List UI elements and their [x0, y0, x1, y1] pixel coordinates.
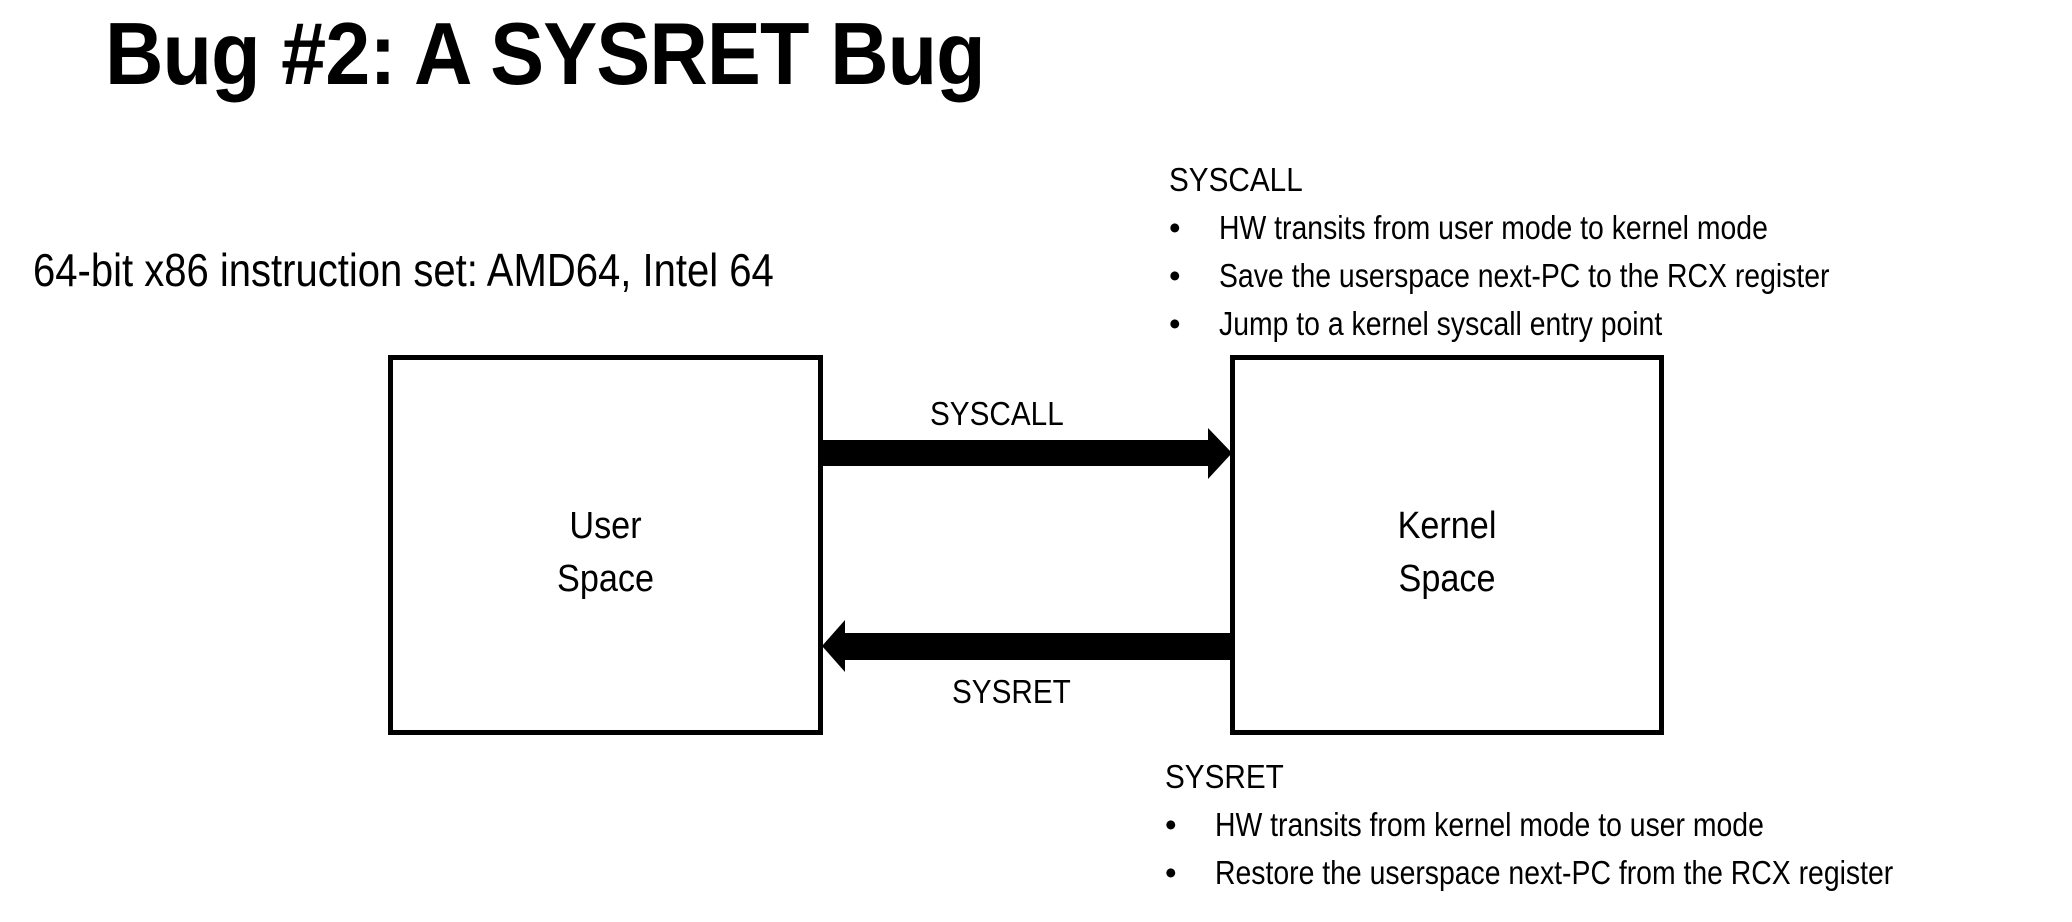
bullet-icon: • — [1165, 854, 1177, 891]
kernel-space-label: Kernel Space — [1235, 500, 1659, 606]
syscall-notes: SYSCALL • HW transits from user mode to k… — [1169, 156, 1929, 348]
syscall-bullet-list: • HW transits from user mode to kernel mo… — [1169, 204, 1929, 348]
user-space-box: User Space — [388, 355, 823, 735]
bullet-text: Restore the userspace next-PC from the R… — [1215, 854, 1894, 891]
sysret-notes: SYSRET • HW transits from kernel mode to … — [1165, 753, 2004, 897]
list-item: • HW transits from user mode to kernel mo… — [1169, 204, 1929, 252]
user-space-label-line2: Space — [557, 558, 654, 600]
bullet-icon: • — [1169, 209, 1181, 246]
bullet-icon: • — [1169, 257, 1181, 294]
list-item: • Jump to a kernel syscall entry point — [1169, 300, 1929, 348]
slide-subtitle: 64-bit x86 instruction set: AMD64, Intel… — [33, 244, 774, 296]
slide-title: Bug #2: A SYSRET Bug — [105, 4, 986, 103]
bullet-icon: • — [1165, 806, 1177, 843]
sysret-notes-heading: SYSRET — [1165, 758, 1284, 795]
bullet-icon: • — [1169, 305, 1181, 342]
list-item: • Restore the userspace next-PC from the … — [1165, 849, 2004, 897]
syscall-arrow-label: SYSCALL — [930, 395, 1064, 432]
bullet-text: HW transits from kernel mode to user mod… — [1215, 806, 1764, 843]
bullet-text: Jump to a kernel syscall entry point — [1219, 305, 1663, 342]
bullet-text: Save the userspace next-PC to the RCX re… — [1219, 257, 1830, 294]
syscall-notes-heading: SYSCALL — [1169, 161, 1303, 198]
bullet-text: HW transits from user mode to kernel mod… — [1219, 209, 1768, 246]
list-item: • HW transits from kernel mode to user mo… — [1165, 801, 2004, 849]
list-item: • Save the userspace next-PC to the RCX r… — [1169, 252, 1929, 300]
syscall-arrow — [823, 428, 1232, 479]
kernel-space-label-line2: Space — [1398, 558, 1496, 600]
user-space-label: User Space — [393, 500, 818, 606]
kernel-space-label-line1: Kernel — [1397, 505, 1497, 547]
kernel-space-box: Kernel Space — [1230, 355, 1664, 735]
sysret-bullet-list: • HW transits from kernel mode to user mo… — [1165, 801, 2004, 897]
user-space-label-line1: User — [569, 505, 642, 547]
sysret-arrow-label: SYSRET — [952, 673, 1071, 710]
sysret-arrow — [822, 620, 1230, 672]
